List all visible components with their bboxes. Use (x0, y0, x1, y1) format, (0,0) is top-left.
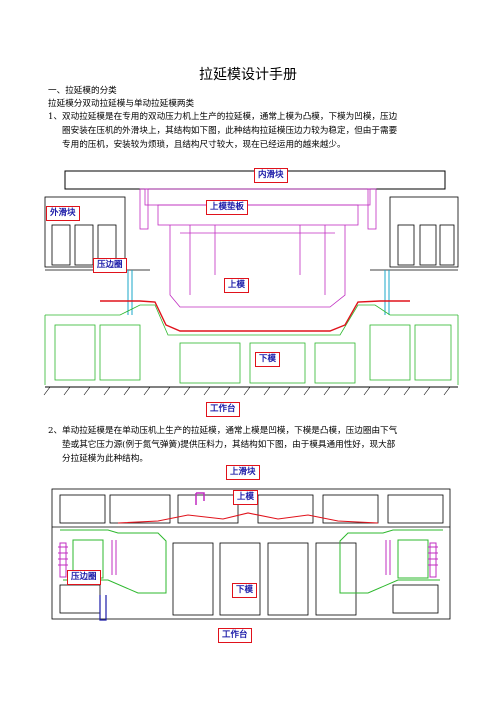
paragraph-single-action-line3: 分拉延模为此种结构。 (62, 454, 148, 464)
paragraph-double-action-line2: 圈安装在压机的外滑块上，其结构如下图，此种结构拉延模压边力较为稳定，但由于需要 (62, 126, 398, 136)
label-lower-die-2: 下模 (232, 583, 258, 598)
intro-line: 拉延模分双动拉延模与单动拉延模两类 (48, 99, 195, 109)
paragraph-double-action-line1: 1、双动拉延模是在专用的双动压力机上生产的拉延模，通常上模为凸模，下模为凹模，压… (48, 112, 398, 122)
paragraph-double-action: 1、双动拉延模是在专用的双动压力机上生产的拉延模，通常上模为凸模，下模为凹模，压… (48, 110, 458, 152)
paragraph-double-action-line3: 专用的压机，安装较为烦琐，且结构尺寸较大，现在已经运用的越来越少。 (62, 140, 346, 150)
paragraph-single-action: 2、单动拉延模是在单动压机上生产的拉延模，通常上模是凹模，下模是凸模，压边圈由下… (48, 424, 458, 466)
label-blank-holder: 压边圈 (93, 258, 127, 273)
label-bed: 工作台 (206, 402, 240, 417)
section-heading: 一、拉延模的分类 (48, 86, 117, 96)
label-outer-slide: 外滑块 (46, 206, 80, 221)
document-title: 拉延模设计手册 (199, 67, 297, 83)
label-upper-plate: 上模垫板 (206, 200, 249, 215)
label-upper-die: 上模 (224, 278, 250, 293)
figure-double-action-drawing (43, 170, 459, 396)
label-inner-slide: 内滑块 (254, 168, 288, 183)
label-bed-2: 工作台 (218, 628, 252, 643)
figure-single-action-drawing (51, 488, 451, 621)
paragraph-single-action-line1: 2、单动拉延模是在单动压机上生产的拉延模，通常上模是凹模，下模是凸模，压边圈由下… (48, 426, 398, 436)
label-blank-holder-2: 压边圈 (67, 570, 101, 585)
paragraph-single-action-line2: 垫或其它压力源(例于氮气弹簧)提供压料力，其结构如下图，由于模具通用性好，现大部 (62, 440, 396, 450)
label-upper-die-2: 上模 (233, 490, 259, 505)
label-lower-die: 下模 (255, 352, 281, 367)
label-upper-slide: 上滑块 (226, 465, 260, 480)
